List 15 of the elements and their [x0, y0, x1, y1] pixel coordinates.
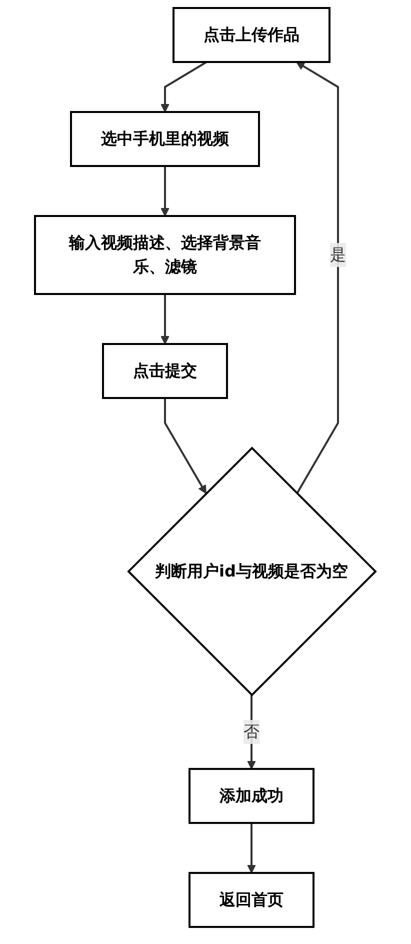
- node-box: 选中手机里的视频: [70, 111, 260, 167]
- node-diamond: 判断用户id与视频是否为空: [127, 446, 378, 696]
- node-box: 输入视频描述、选择背景音乐、滤镜: [34, 215, 296, 295]
- edge-label: 否: [244, 722, 260, 741]
- node-box: 返回首页: [188, 872, 315, 928]
- arrow: [247, 822, 256, 874]
- edge-label: 是: [330, 245, 346, 264]
- arrow: [296, 62, 340, 494]
- node-box: 添加成功: [188, 768, 315, 824]
- node-box: 点击提交: [102, 343, 228, 399]
- arrow: [160, 61, 208, 112]
- arrow: [160, 294, 170, 344]
- arrow: [160, 166, 170, 216]
- node-box: 点击上传作品: [172, 7, 331, 63]
- arrow: [164, 398, 207, 494]
